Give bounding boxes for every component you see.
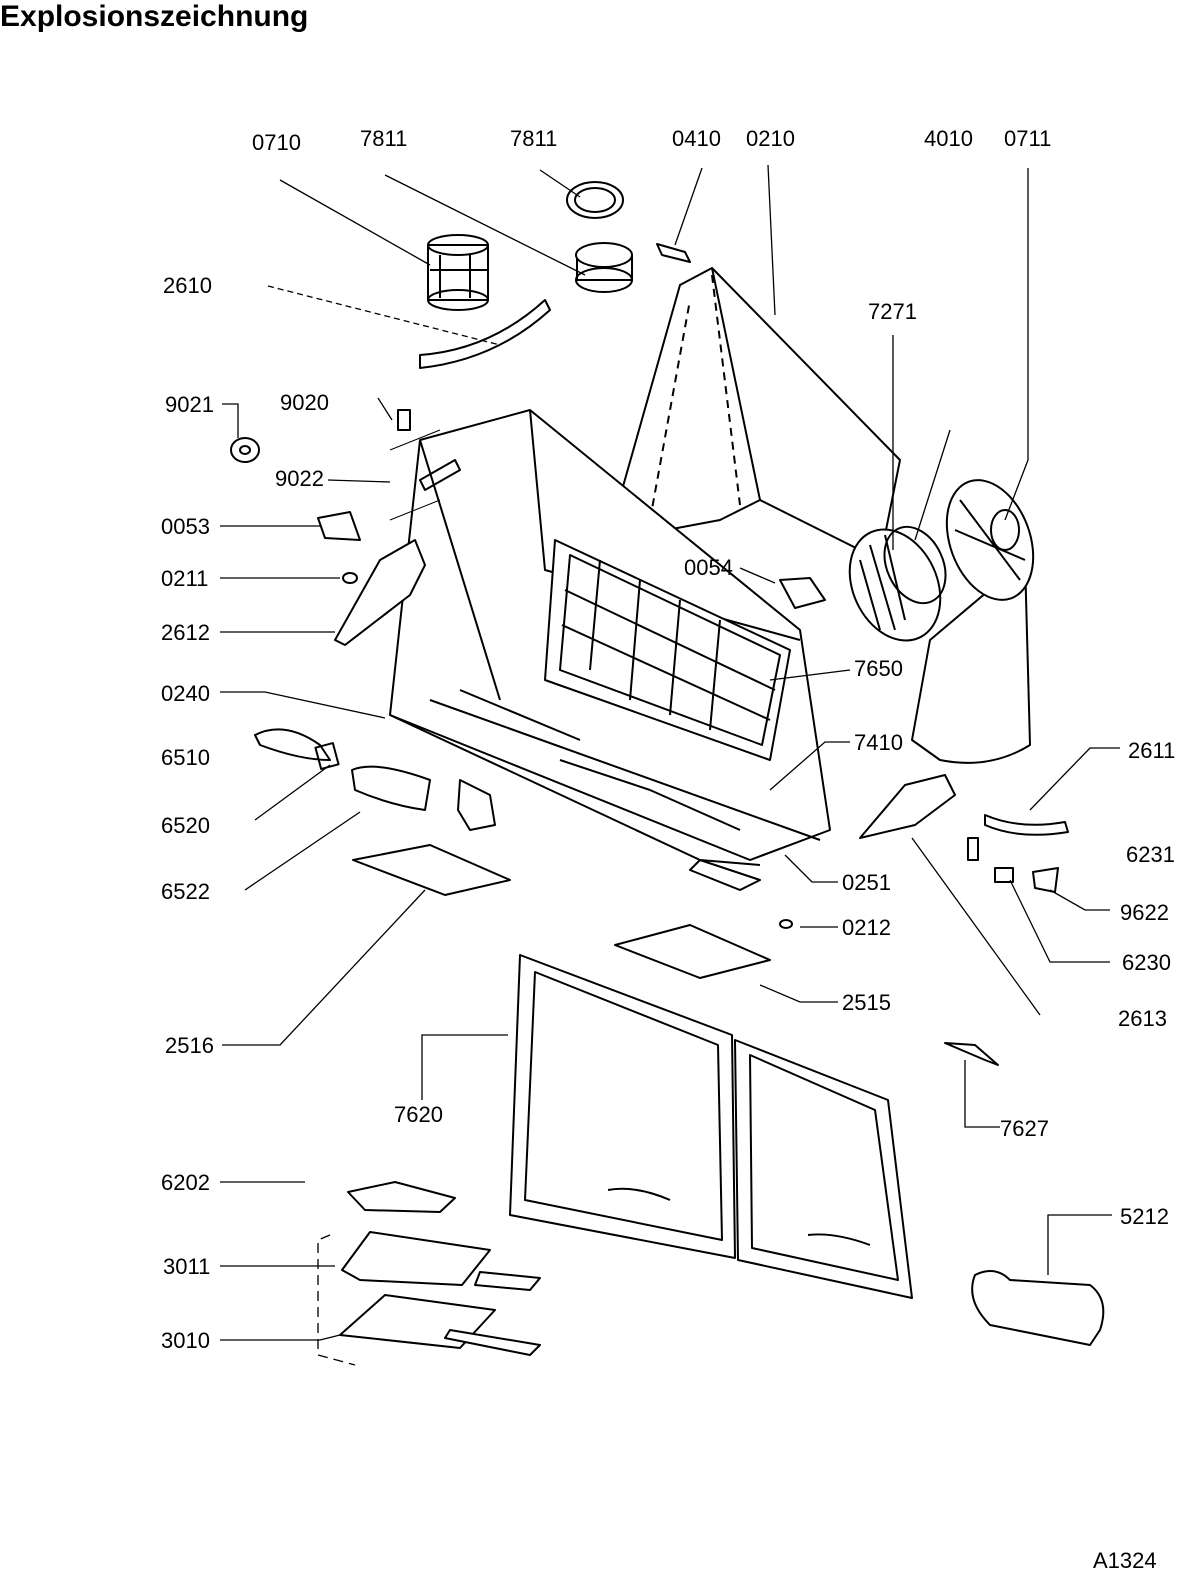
- part-label-2516: 2516: [165, 1033, 214, 1058]
- grease-filter-drawing: [544, 539, 791, 761]
- screw-0211-drawing: [342, 572, 358, 584]
- side-trim-2612-drawing: [334, 539, 426, 646]
- part-label-6230: 6230: [1122, 950, 1171, 975]
- part-label-0212: 0212: [842, 915, 891, 940]
- bulb-6510-drawing: [254, 728, 340, 770]
- part-label-2613: 2613: [1118, 1006, 1167, 1031]
- part-label-6522: 6522: [161, 879, 210, 904]
- part-label-6202: 6202: [161, 1170, 210, 1195]
- clip-0410-drawing: [656, 243, 691, 263]
- part-label-2611: 2611: [1128, 738, 1175, 763]
- part-label-0210: 0210: [746, 126, 795, 151]
- control-panel-6202-drawing: [347, 1181, 456, 1213]
- cover-5212-drawing: [971, 1270, 1105, 1346]
- strip-7627-drawing: [944, 1042, 999, 1066]
- part-labels: 0710 7811 7811 0410 0210 4010 0711 2610 …: [161, 126, 1175, 1353]
- part-label-2610: 2610: [163, 273, 212, 298]
- part-label-0711: 0711: [1004, 126, 1051, 151]
- electronics-3011-drawing: [341, 1231, 491, 1286]
- part-label-9022: 9022: [275, 466, 324, 491]
- page-title: Explosionszeichnung: [0, 0, 309, 33]
- bracket-0054-drawing: [779, 577, 826, 609]
- part-label-3011: 3011: [163, 1254, 210, 1279]
- part-label-9020: 9020: [280, 390, 329, 415]
- part-label-2515: 2515: [842, 990, 891, 1015]
- bracket-9020-drawing: [397, 409, 411, 431]
- ring-7811-drawing: [566, 181, 633, 293]
- part-label-6231: 6231: [1126, 842, 1175, 867]
- part-label-0211: 0211: [161, 566, 208, 591]
- switch-6231-drawing: [967, 837, 979, 861]
- part-label-0251: 0251: [842, 870, 891, 895]
- switch-6230-drawing: [994, 867, 1014, 883]
- bracket-9022-drawing: [419, 459, 461, 491]
- part-label-0053: 0053: [161, 514, 210, 539]
- power-plug-drawing: [457, 779, 496, 831]
- part-label-0410: 0410: [672, 126, 721, 151]
- part-label-0240: 0240: [161, 681, 210, 706]
- part-label-6510: 6510: [161, 745, 210, 770]
- knob-9021-drawing: [230, 437, 260, 463]
- lamp-housing-2515-drawing: [614, 924, 771, 979]
- part-label-7271: 7271: [868, 299, 917, 324]
- fan-motor-drawing: [848, 525, 947, 642]
- trim-strip-2610-drawing: [419, 299, 551, 369]
- part-label-0054: 0054: [684, 555, 733, 580]
- lower-chimney-drawing: [911, 559, 1031, 764]
- part-label-7627: 7627: [1000, 1116, 1049, 1141]
- part-label-0710: 0710: [252, 130, 301, 155]
- part-label-9021: 9021: [165, 392, 214, 417]
- chimney-duct-drawing: [621, 267, 901, 561]
- door-right-drawing: [734, 1039, 913, 1299]
- part-label-7811-b: 7811: [510, 126, 557, 151]
- door-left-drawing: [509, 954, 736, 1259]
- bracket-0053-drawing: [317, 511, 361, 541]
- lamp-cover-6520-drawing: [351, 765, 431, 811]
- part-label-5212: 5212: [1120, 1204, 1169, 1229]
- lamp-housing-2516-drawing: [352, 844, 511, 896]
- plate-9622-drawing: [1032, 867, 1059, 893]
- part-label-4010: 4010: [924, 126, 973, 151]
- side-trim-2613-drawing: [859, 774, 956, 839]
- leader-lines: [220, 164, 1120, 1366]
- part-label-3010: 3010: [161, 1328, 210, 1353]
- collar-0710-drawing: [427, 234, 489, 311]
- trim-2611-drawing: [984, 814, 1069, 836]
- fan-cover-drawing: [945, 479, 1035, 601]
- screw-0212-drawing: [779, 919, 793, 929]
- part-label-7620: 7620: [394, 1102, 443, 1127]
- part-label-9622: 9622: [1120, 900, 1169, 925]
- part-label-7650: 7650: [854, 656, 903, 681]
- figure-id: A1324: [1093, 1548, 1157, 1573]
- part-label-7811-a: 7811: [360, 126, 407, 151]
- part-label-7410: 7410: [854, 730, 903, 755]
- part-label-6520: 6520: [161, 813, 210, 838]
- part-label-2612: 2612: [161, 620, 210, 645]
